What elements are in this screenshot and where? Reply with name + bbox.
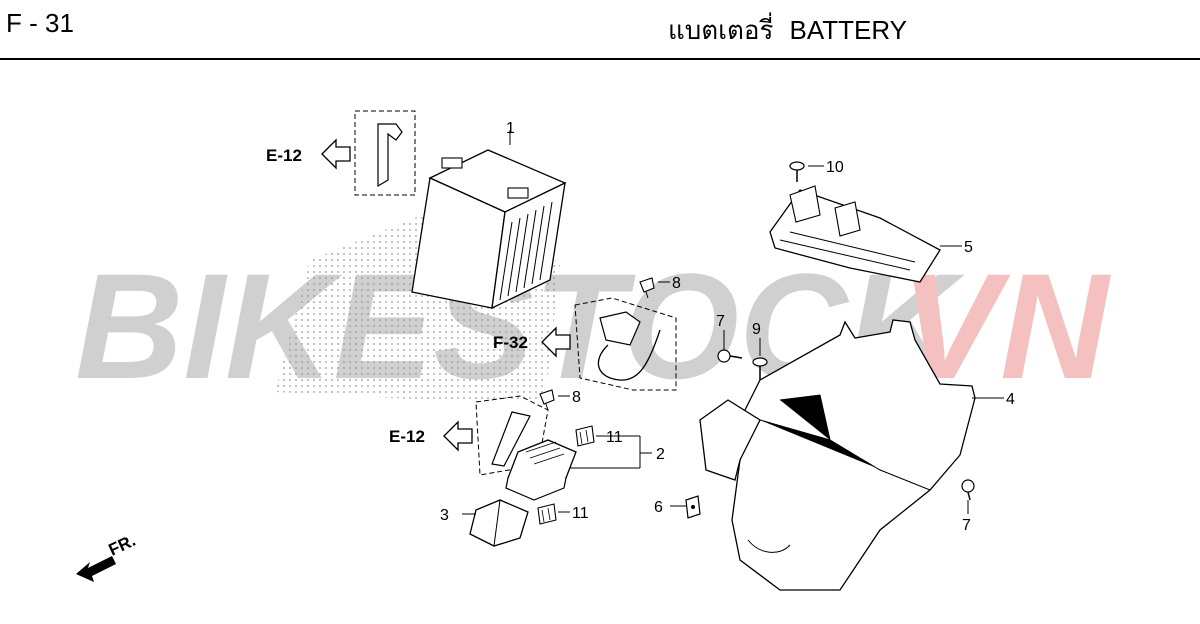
callout-bolt-left: 7 xyxy=(716,313,725,330)
battery-box xyxy=(699,319,976,591)
fuse-11-upper xyxy=(575,425,595,447)
callout-battery-cover: 5 xyxy=(964,239,973,256)
callout-fuse-upper: 11 xyxy=(606,429,623,446)
callout-bolt-right: 7 xyxy=(962,517,971,534)
callout-nut: 6 xyxy=(654,499,663,516)
page-code: F - 31 xyxy=(6,8,74,38)
battery xyxy=(411,130,567,310)
title-thai: แบตเตอรี่ xyxy=(668,16,774,46)
callout-screw-mid: 8 xyxy=(572,389,581,406)
fuse-box xyxy=(505,439,577,501)
screw-9 xyxy=(752,357,768,380)
svg-text:F-32: F-32 xyxy=(493,333,528,352)
callout-battery-box: 4 xyxy=(1006,391,1015,408)
svg-text:E-12: E-12 xyxy=(389,427,425,446)
title-english: BATTERY xyxy=(789,15,908,45)
header-rule xyxy=(0,58,1200,60)
callout-battery: 1 xyxy=(506,120,515,137)
e12-bottom-reference: E-12 xyxy=(389,420,473,452)
leader-lines xyxy=(462,165,1004,515)
harness-strap-top xyxy=(354,110,416,196)
header: F - 31 แบตเตอรี่ BATTERY xyxy=(0,0,1200,60)
front-arrow-icon xyxy=(76,556,116,582)
clip-10 xyxy=(789,161,805,182)
screw-8-mid xyxy=(539,389,555,411)
screw-8-top xyxy=(639,277,655,299)
cable-assembly xyxy=(574,297,677,391)
arrow-left-icon xyxy=(541,326,571,358)
callout-clip: 10 xyxy=(826,159,844,176)
callout-fuse-box-group: 2 xyxy=(656,446,665,463)
fuse-11-lower xyxy=(537,503,557,525)
callout-screw-top: 8 xyxy=(672,275,681,292)
e12-top-reference: E-12 xyxy=(266,138,351,170)
arrow-left-icon xyxy=(321,138,351,170)
front-marker: FR. xyxy=(76,531,139,582)
callout-fuse-cover: 3 xyxy=(440,507,449,524)
page-title: แบตเตอรี่ BATTERY xyxy=(668,10,907,51)
svg-text:E-12: E-12 xyxy=(266,146,302,165)
arrow-left-icon xyxy=(443,420,473,452)
callout-screw-9: 9 xyxy=(752,321,761,338)
fuse-cover xyxy=(469,499,529,547)
harness-strap-bottom xyxy=(475,395,549,476)
f32-reference: F-32 xyxy=(493,326,571,358)
svg-text:FR.: FR. xyxy=(106,531,139,560)
nut-6 xyxy=(685,495,701,519)
battery-cover xyxy=(769,185,941,283)
bolt-7-right xyxy=(961,479,975,501)
callout-fuse-lower: 11 xyxy=(572,505,589,522)
